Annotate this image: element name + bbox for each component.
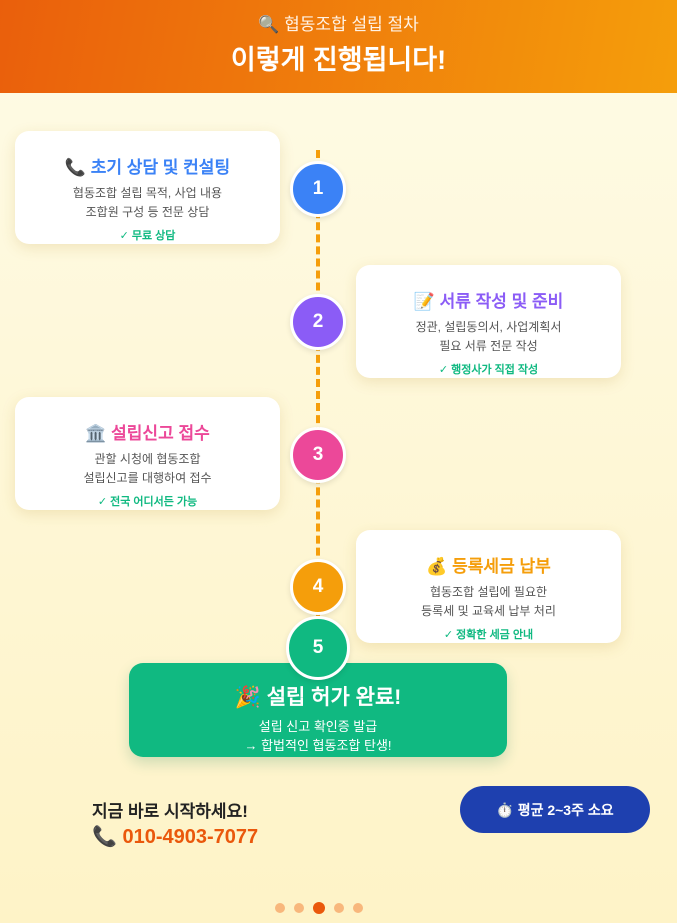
step-number-2: 2 bbox=[290, 294, 346, 350]
page-dot-3-active[interactable] bbox=[313, 902, 325, 914]
step-number-1: 1 bbox=[290, 161, 346, 217]
final-desc-1: 설립 신고 확인증 발급 bbox=[258, 719, 378, 734]
step-title: 서류 작성 및 준비 bbox=[439, 292, 564, 311]
step-desc-2: 설립신고를 대행하여 접수 bbox=[83, 471, 212, 485]
step-number-5: 5 bbox=[286, 616, 350, 680]
page-dot-1[interactable] bbox=[275, 903, 285, 913]
step-check: ✓ 행정사가 직접 작성 bbox=[438, 364, 539, 376]
step-title: 초기 상담 및 컨설팅 bbox=[90, 158, 231, 177]
memo-icon: 📝 bbox=[413, 292, 435, 311]
step-desc-2: 등록세 및 교육세 납부 처리 bbox=[421, 604, 556, 618]
page-dot-4[interactable] bbox=[334, 903, 344, 913]
step-check: ✓ 전국 어디서든 가능 bbox=[97, 496, 198, 508]
final-desc-2: → 합법적인 협동조합 탄생! bbox=[244, 738, 392, 753]
final-step-card: 🎉 설립 허가 완료! 설립 신고 확인증 발급 → 합법적인 협동조합 탄생! bbox=[129, 663, 507, 757]
step-number-3: 3 bbox=[290, 427, 346, 483]
step-check: ✓ 정확한 세금 안내 bbox=[443, 629, 534, 641]
step-number-4: 4 bbox=[290, 559, 346, 615]
pagination bbox=[275, 902, 363, 914]
header-subtitle: 🔍 협동조합 설립 절차 bbox=[258, 15, 419, 34]
step-desc-2: 조합원 구성 등 전문 상담 bbox=[85, 205, 210, 219]
final-title: 설립 허가 완료! bbox=[266, 686, 402, 709]
step-desc-1: 정관, 설립동의서, 사업계획서 bbox=[415, 320, 562, 334]
header-title: 이렇게 진행됩니다! bbox=[230, 45, 447, 75]
phone-link[interactable]: 📞 010-4903-7077 bbox=[92, 824, 258, 849]
page-dot-5[interactable] bbox=[353, 903, 363, 913]
step-desc-1: 관할 시청에 협동조합 bbox=[94, 452, 201, 466]
phone-icon: 📞 bbox=[64, 158, 87, 177]
header: 🔍 협동조합 설립 절차 이렇게 진행됩니다! bbox=[0, 0, 677, 93]
step-desc-2: 필요 서류 전문 작성 bbox=[439, 339, 538, 353]
money-bag-icon: 💰 bbox=[426, 557, 448, 576]
timeline-line bbox=[316, 150, 320, 640]
phone-icon: 📞 bbox=[92, 826, 117, 848]
cta-text: 지금 바로 시작하세요! bbox=[92, 802, 248, 821]
duration-badge[interactable]: ⏱️ 평균 2~3주 소요 bbox=[460, 786, 650, 833]
step-title: 설립신고 접수 bbox=[111, 424, 210, 443]
party-popper-icon: 🎉 bbox=[234, 686, 261, 709]
step-desc-1: 협동조합 설립에 필요한 bbox=[429, 585, 548, 599]
step-title: 등록세금 납부 bbox=[452, 557, 551, 576]
building-icon: 🏛️ bbox=[85, 424, 107, 443]
phone-number: 010-4903-7077 bbox=[122, 826, 259, 848]
step-check: ✓ 무료 상담 bbox=[119, 230, 176, 242]
step-desc-1: 협동조합 설립 목적, 사업 내용 bbox=[72, 186, 223, 200]
page-dot-2[interactable] bbox=[294, 903, 304, 913]
